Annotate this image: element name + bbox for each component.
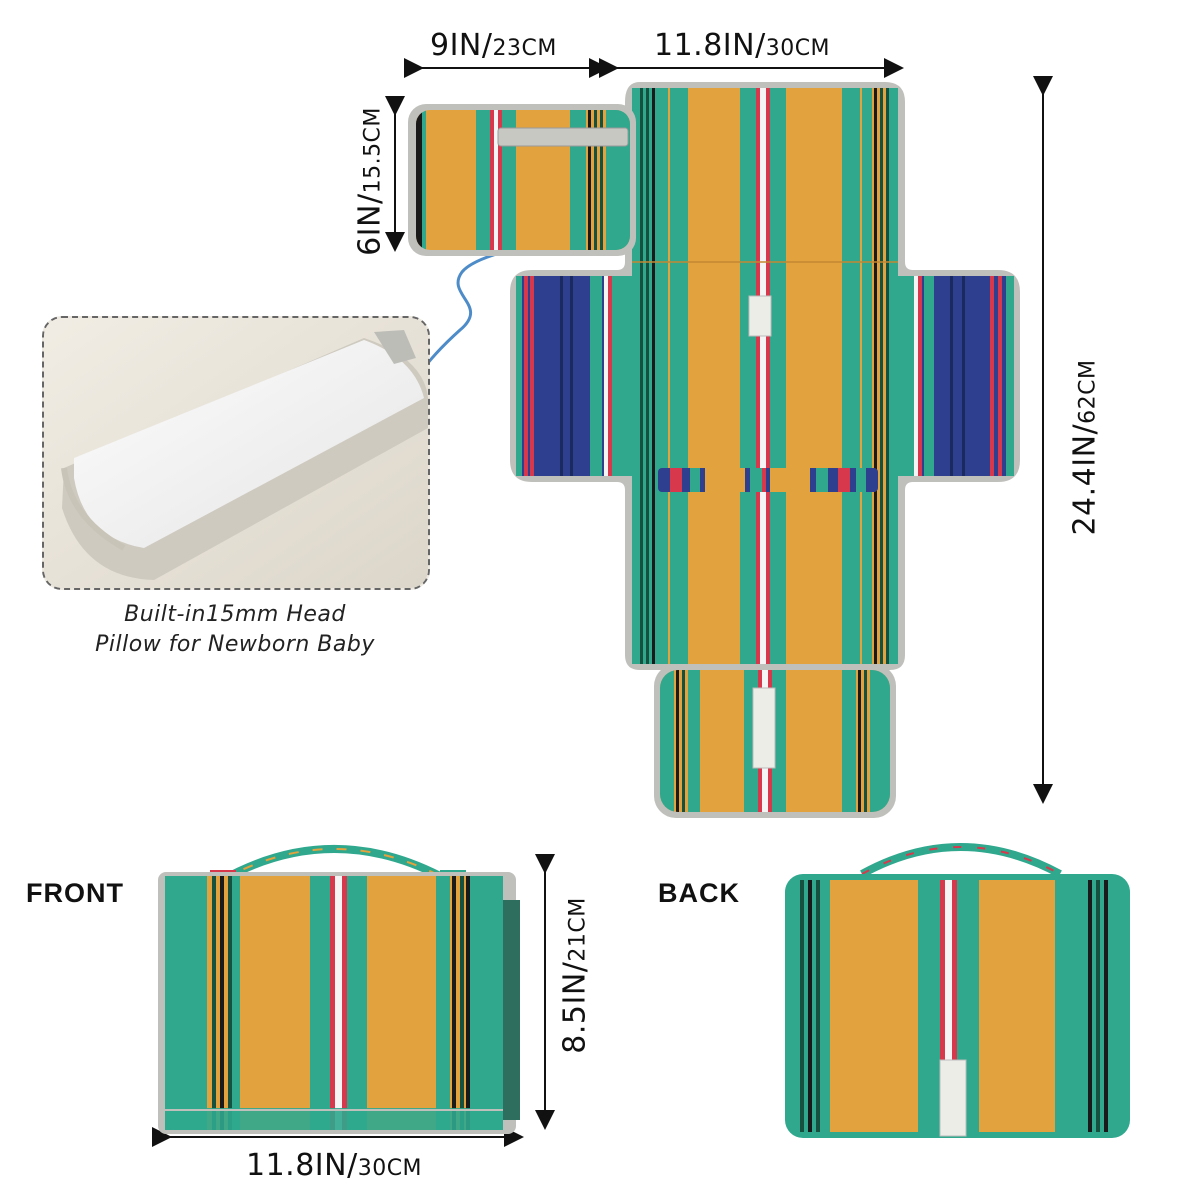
folded-width-label: 11.8IN/30CM bbox=[246, 1148, 423, 1183]
handle-strap bbox=[658, 468, 878, 492]
back-label: BACK bbox=[658, 878, 740, 908]
top-left-width-label: 9IN/23CM bbox=[430, 28, 557, 63]
folded-front-view bbox=[158, 845, 520, 1134]
pillow-detail-inset bbox=[42, 316, 430, 590]
pocket-strap bbox=[497, 127, 629, 147]
top-right-width-label: 11.8IN/30CM bbox=[654, 28, 831, 63]
front-label: FRONT bbox=[26, 878, 124, 908]
bottom-velcro-tab bbox=[752, 687, 776, 769]
pillow-caption: Built-in15mm Head Pillow for Newborn Bab… bbox=[95, 602, 375, 657]
velcro-tab bbox=[748, 295, 772, 337]
folded-back-view bbox=[785, 843, 1130, 1138]
